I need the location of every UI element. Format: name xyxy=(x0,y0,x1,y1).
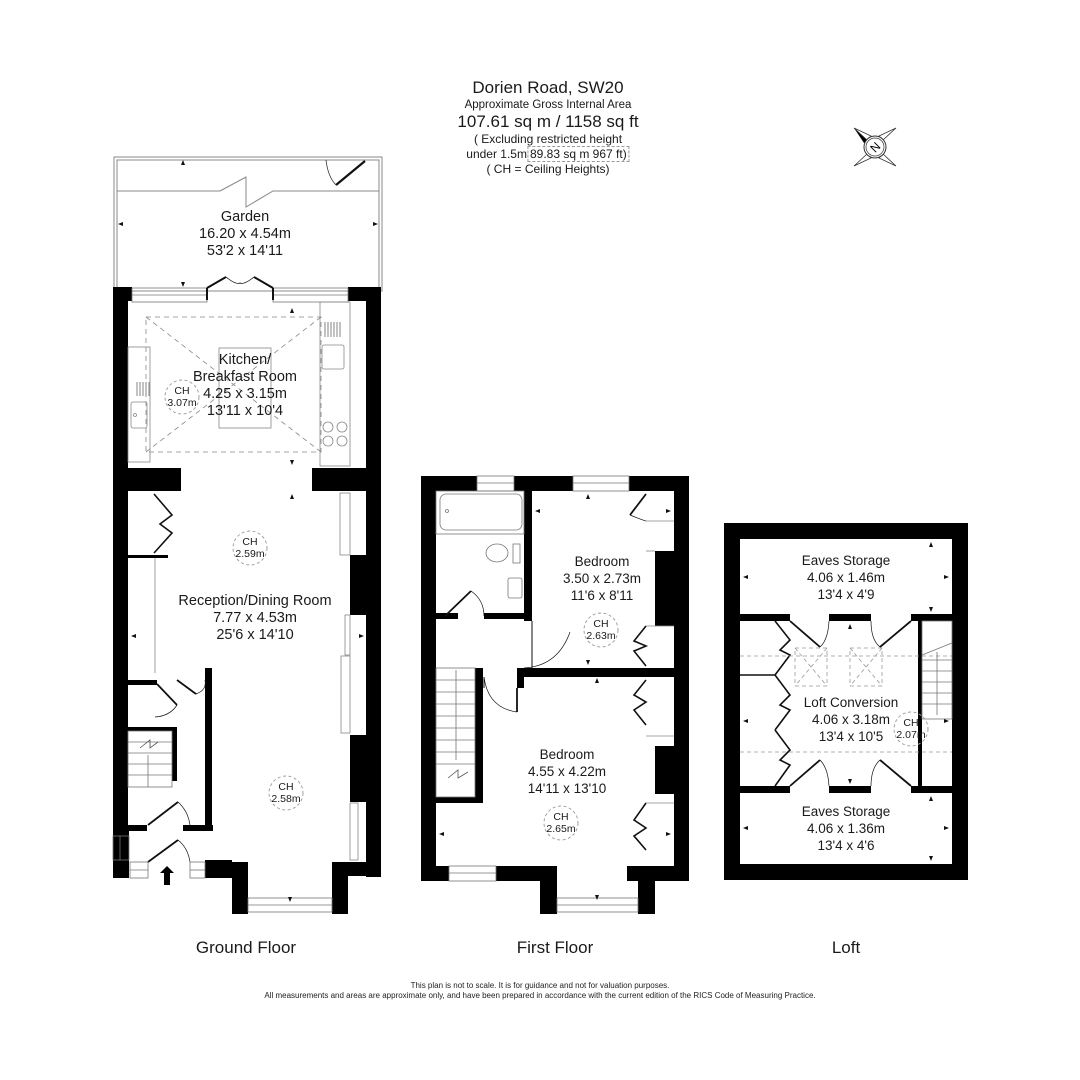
loft-dimension-markers xyxy=(743,542,949,861)
room-name-line1: Kitchen/ xyxy=(218,352,272,368)
room-metric: 16.20 x 4.54m xyxy=(199,226,291,242)
kitchen-fittings xyxy=(127,301,351,467)
room-name: Reception/Dining Room xyxy=(178,593,332,609)
loft-stairs xyxy=(921,620,953,720)
loft-doors xyxy=(740,620,912,787)
room-imperial: 14'11 x 13'10 xyxy=(527,781,607,796)
floor-label-first: First Floor xyxy=(516,938,594,957)
gross-area: 107.61 sq m / 1158 sq ft xyxy=(457,112,639,131)
room-imperial: 25'6 x 14'10 xyxy=(216,627,294,643)
garden-gate xyxy=(325,159,366,186)
room-metric: 4.25 x 3.15m xyxy=(203,386,287,402)
ch-label: CH xyxy=(242,536,258,548)
room-imperial: 13'4 x 4'6 xyxy=(817,838,875,853)
loft-plan xyxy=(724,523,968,880)
first-floor-stairs xyxy=(435,667,476,798)
ch-value: 2.07m xyxy=(896,729,926,741)
ground-floor-walls xyxy=(113,287,381,914)
ch-value: 3.07m xyxy=(167,397,197,409)
room-name: Bedroom xyxy=(539,747,595,762)
ground-dimension-markers xyxy=(118,160,378,902)
ch-note: ( CH = Ceiling Heights) xyxy=(486,162,610,176)
room-name-line2: Breakfast Room xyxy=(193,369,297,385)
room-loft-conversion: Loft Conversion 4.06 x 3.18m 13'4 x 10'5 xyxy=(804,694,899,745)
ceiling-height-reception-1: CH 2.59m xyxy=(235,536,264,560)
ceiling-height-bedroom-rear: CH 2.63m xyxy=(586,618,615,642)
room-imperial: 13'4 x 10'5 xyxy=(818,729,884,744)
disclaimer-line1: This plan is not to scale. It is for gui… xyxy=(410,981,670,990)
room-kitchen: Kitchen/ Breakfast Room 4.25 x 3.15m 13'… xyxy=(193,352,297,420)
room-metric: 4.55 x 4.22m xyxy=(527,764,607,779)
ch-label: CH xyxy=(278,781,294,793)
excluding-prefix: under 1.5m xyxy=(466,147,527,161)
room-garden: Garden 16.20 x 4.54m 53'2 x 14'11 xyxy=(199,209,291,260)
disclaimer: This plan is not to scale. It is for gui… xyxy=(264,981,815,1001)
room-metric: 3.50 x 2.73m xyxy=(562,571,642,586)
room-metric: 4.06 x 1.36m xyxy=(806,821,886,836)
ground-stairs xyxy=(127,730,173,788)
room-metric: 4.06 x 1.46m xyxy=(806,570,886,585)
room-eaves-storage-top: Eaves Storage 4.06 x 1.46m 13'4 x 4'9 xyxy=(802,552,891,603)
room-name: Eaves Storage xyxy=(801,804,891,819)
first-floor-walls xyxy=(421,476,689,914)
restricted-area-value: 89.83 sq m 967 ft) xyxy=(526,146,630,162)
ch-value: 2.63m xyxy=(586,630,616,642)
velux-windows xyxy=(740,647,952,753)
entrance-arrow-icon xyxy=(160,866,174,885)
room-name: Eaves Storage xyxy=(801,553,891,568)
room-eaves-storage-bottom: Eaves Storage 4.06 x 1.36m 13'4 x 4'6 xyxy=(802,803,891,854)
ch-label: CH xyxy=(593,618,609,630)
garden-boundary xyxy=(113,156,383,292)
room-imperial: 53'2 x 14'11 xyxy=(206,243,284,259)
ch-label: CH xyxy=(903,717,919,729)
ceiling-height-reception-2: CH 2.58m xyxy=(271,781,300,805)
ch-value: 2.58m xyxy=(271,793,301,805)
kitchen-french-doors xyxy=(206,276,274,300)
ground-floor-plan xyxy=(112,156,383,914)
room-imperial: 11'6 x 8'11 xyxy=(570,588,634,603)
excluding-note-line1: ( Excluding restricted height xyxy=(473,132,623,146)
room-metric: 4.06 x 3.18m xyxy=(811,712,891,727)
room-imperial: 13'4 x 4'9 xyxy=(817,587,875,602)
first-dimension-markers xyxy=(439,494,671,900)
room-metric: 7.77 x 4.53m xyxy=(213,610,297,626)
compass: N xyxy=(850,122,900,172)
wardrobes xyxy=(632,520,674,851)
room-reception: Reception/Dining Room 7.77 x 4.53m 25'6 … xyxy=(178,593,331,644)
property-title: Dorien Road, SW20 xyxy=(472,78,624,97)
area-subtitle: Approximate Gross Internal Area xyxy=(464,99,632,111)
ch-value: 2.65m xyxy=(546,823,576,835)
room-bedroom-front: Bedroom 4.55 x 4.22m 14'11 x 13'10 xyxy=(528,746,606,797)
loft-walls xyxy=(724,523,968,880)
ch-label: CH xyxy=(553,811,569,823)
floor-label-loft: Loft xyxy=(831,938,861,957)
ceiling-height-kitchen: CH 3.07m xyxy=(167,385,196,409)
disclaimer-line2: All measurements and areas are approxima… xyxy=(264,991,816,1000)
ceiling-height-circles xyxy=(164,379,929,841)
room-name: Bedroom xyxy=(574,554,630,569)
first-floor-plan xyxy=(421,475,689,914)
reception-cupboard xyxy=(153,493,174,554)
room-name: Garden xyxy=(220,209,270,225)
compass-north-icon: N xyxy=(853,127,897,167)
first-floor-windows xyxy=(448,475,639,913)
front-steps xyxy=(129,861,206,879)
ceiling-height-bedroom-front: CH 2.65m xyxy=(546,811,575,835)
room-name: Loft Conversion xyxy=(803,695,899,710)
room-imperial: 13'11 x 10'4 xyxy=(206,403,284,419)
floor-label-ground: Ground Floor xyxy=(195,938,297,957)
ground-doors xyxy=(147,679,206,863)
reception-fittings xyxy=(154,492,359,861)
ch-value: 2.59m xyxy=(235,548,265,560)
first-floor-doors xyxy=(444,493,647,713)
ch-label: CH xyxy=(174,385,190,397)
bathroom-fittings xyxy=(435,490,525,599)
room-bedroom-rear: Bedroom 3.50 x 2.73m 11'6 x 8'11 xyxy=(563,553,641,604)
property-header: Dorien Road, SW20 Approximate Gross Inte… xyxy=(457,78,638,177)
ceiling-height-loft: CH 2.07m xyxy=(896,717,925,741)
